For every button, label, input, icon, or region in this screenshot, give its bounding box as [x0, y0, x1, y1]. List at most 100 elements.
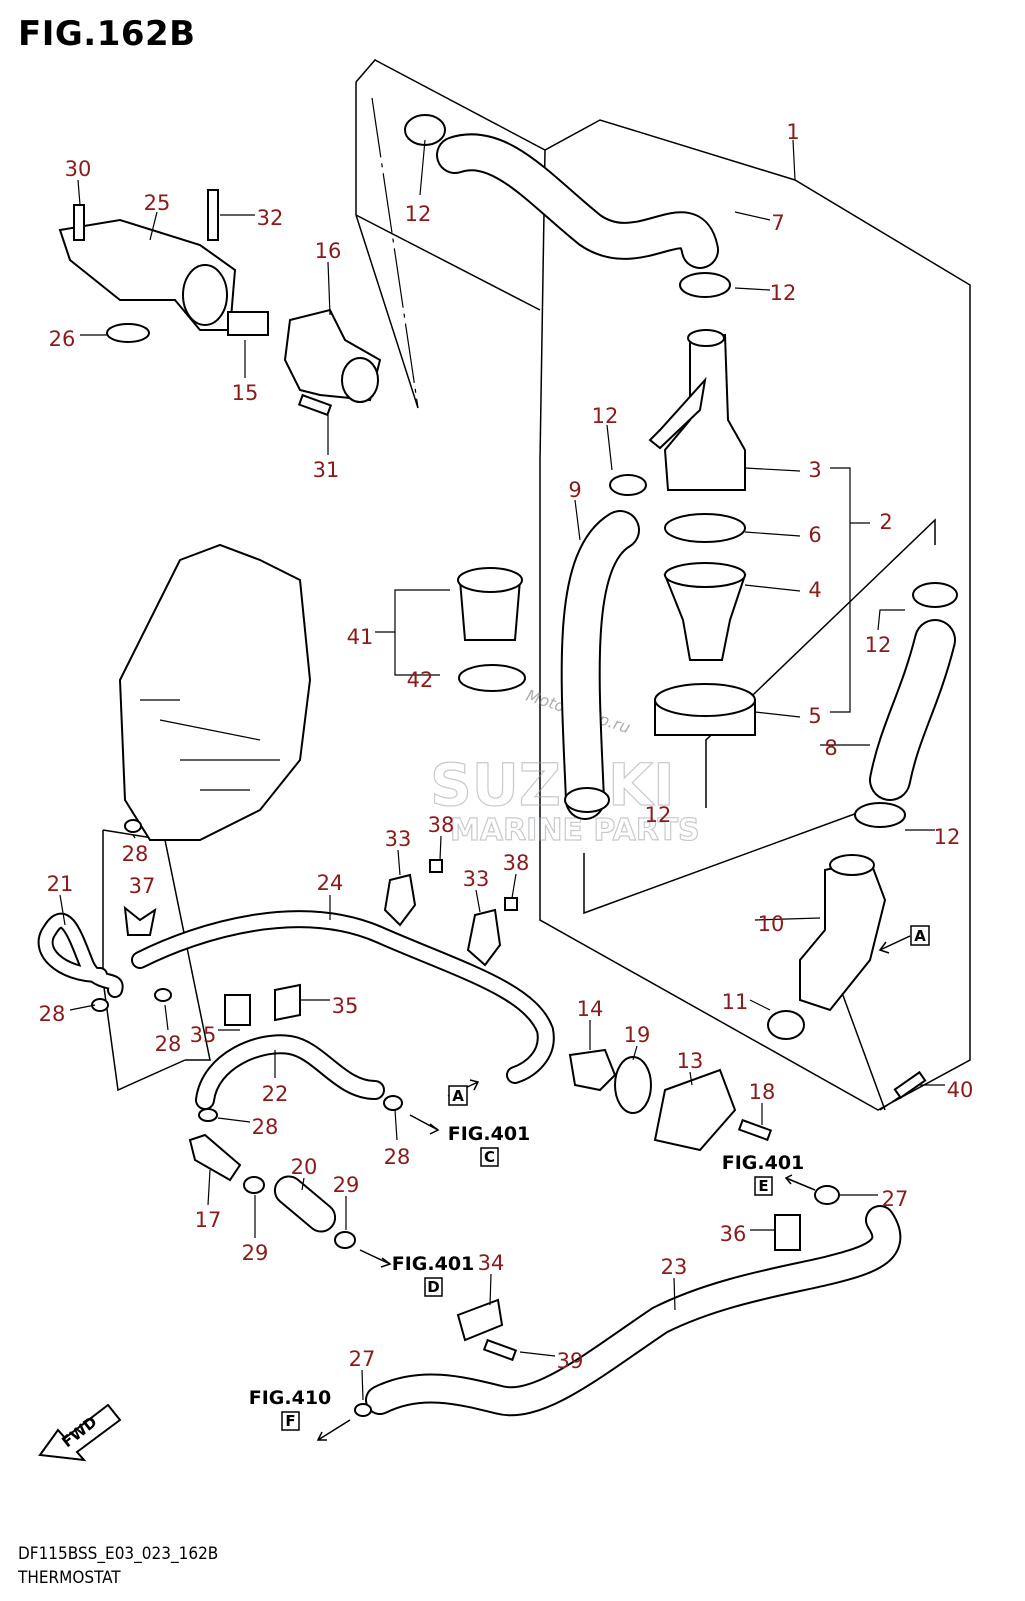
- callout-38: 38: [428, 813, 455, 837]
- callout-6: 6: [808, 523, 821, 547]
- callout-layer: 1712121232649125812121011403025321626153…: [39, 120, 974, 1373]
- o-ring-19: [614, 1056, 652, 1114]
- callout-22: 22: [262, 1082, 289, 1106]
- callout-12: 12: [770, 281, 797, 305]
- callout-39: 39: [557, 1349, 584, 1373]
- hose-9: [560, 510, 640, 820]
- callout-29: 29: [333, 1173, 360, 1197]
- callout-2: 2: [879, 510, 892, 534]
- clamp-12: [564, 787, 610, 813]
- callout-38: 38: [503, 851, 530, 875]
- clip-35: [224, 994, 251, 1026]
- thermostat-cover-3: [648, 329, 746, 491]
- callout-12: 12: [865, 633, 892, 657]
- callout-24: 24: [317, 871, 344, 895]
- callout-28: 28: [155, 1032, 182, 1056]
- figref-box-label: C: [484, 1148, 495, 1166]
- callout-26: 26: [49, 327, 76, 351]
- marker-layer: AA: [448, 925, 930, 1106]
- callout-4: 4: [808, 578, 821, 602]
- callout-37: 37: [129, 874, 156, 898]
- callout-27: 27: [349, 1347, 376, 1371]
- watermark-brand: SUZUKI: [430, 751, 675, 819]
- callout-33: 33: [385, 827, 412, 851]
- clamp-28: [154, 988, 172, 1002]
- clamps: [91, 114, 958, 1417]
- o-ring-42: [458, 664, 526, 692]
- hose-23: [365, 1205, 902, 1417]
- hose-20: [273, 1175, 337, 1233]
- clip-33: [466, 908, 502, 967]
- case-41: [457, 567, 523, 641]
- valve-14: [568, 1048, 617, 1092]
- thermostat-15: [227, 311, 269, 336]
- callout-32: 32: [257, 206, 284, 230]
- o-ring-11: [767, 1010, 805, 1040]
- callout-28: 28: [384, 1145, 411, 1169]
- ref-marker-label: A: [452, 1087, 464, 1105]
- callout-20: 20: [291, 1155, 318, 1179]
- engine-block: [118, 543, 312, 841]
- hose-22: [195, 1034, 385, 1110]
- callout-28: 28: [122, 842, 149, 866]
- ref-marker-A: A: [910, 925, 930, 946]
- cover-16: [283, 308, 382, 403]
- callout-16: 16: [315, 239, 342, 263]
- callout-10: 10: [758, 912, 785, 936]
- figref-label: FIG.401: [722, 1152, 805, 1174]
- figref-label: FIG.410: [249, 1387, 332, 1409]
- bolt-38: [429, 859, 443, 873]
- callout-5: 5: [808, 704, 821, 728]
- callout-21: 21: [47, 872, 74, 896]
- watermark-sub: MARINE PARTS: [450, 813, 700, 848]
- callout-19: 19: [624, 1023, 651, 1047]
- clamp-29: [334, 1231, 356, 1249]
- callout-8: 8: [824, 736, 837, 760]
- callout-12: 12: [645, 803, 672, 827]
- ref-arrows: [316, 935, 911, 1441]
- clip-37: [123, 905, 157, 936]
- clip-33: [383, 873, 417, 927]
- figref-box-label: E: [758, 1177, 768, 1195]
- clamp-27: [814, 1185, 840, 1205]
- hose-24: [131, 910, 555, 1084]
- callout-35: 35: [332, 994, 359, 1018]
- callout-29: 29: [242, 1241, 269, 1265]
- leader-lines: [59, 139, 945, 1401]
- clip-34: [456, 1298, 504, 1342]
- callout-12: 12: [592, 404, 619, 428]
- callout-27: 27: [882, 1187, 909, 1211]
- callout-30: 30: [65, 157, 92, 181]
- clamp-27: [354, 1403, 372, 1417]
- callout-7: 7: [771, 211, 784, 235]
- callout-12: 12: [405, 202, 432, 226]
- clamp-28: [124, 819, 142, 833]
- callout-23: 23: [661, 1255, 688, 1279]
- ref-marker-A: A: [448, 1085, 468, 1106]
- figure-title: FIG.162B: [18, 14, 196, 54]
- bolt-18: [737, 1118, 773, 1142]
- clamp-12: [912, 582, 958, 608]
- callout-28: 28: [39, 1002, 66, 1026]
- callout-41: 41: [347, 625, 374, 649]
- joint-17: [188, 1133, 242, 1182]
- figref-label: FIG.401: [392, 1253, 475, 1275]
- callout-18: 18: [749, 1080, 776, 1104]
- bolt-38: [504, 897, 518, 911]
- callout-42: 42: [407, 668, 434, 692]
- bolt-30: [73, 204, 85, 241]
- callout-14: 14: [577, 997, 604, 1021]
- figref-box-label: F: [285, 1412, 295, 1430]
- figref-label: FIG.401: [448, 1123, 531, 1145]
- clip-35: [274, 983, 301, 1022]
- housing-10: [799, 854, 887, 1012]
- clip-36: [774, 1214, 801, 1251]
- callout-34: 34: [478, 1251, 505, 1275]
- fwd-arrow: FWD: [38, 1403, 122, 1462]
- ref-marker-label: A: [914, 927, 926, 945]
- figref-box: [281, 1411, 300, 1431]
